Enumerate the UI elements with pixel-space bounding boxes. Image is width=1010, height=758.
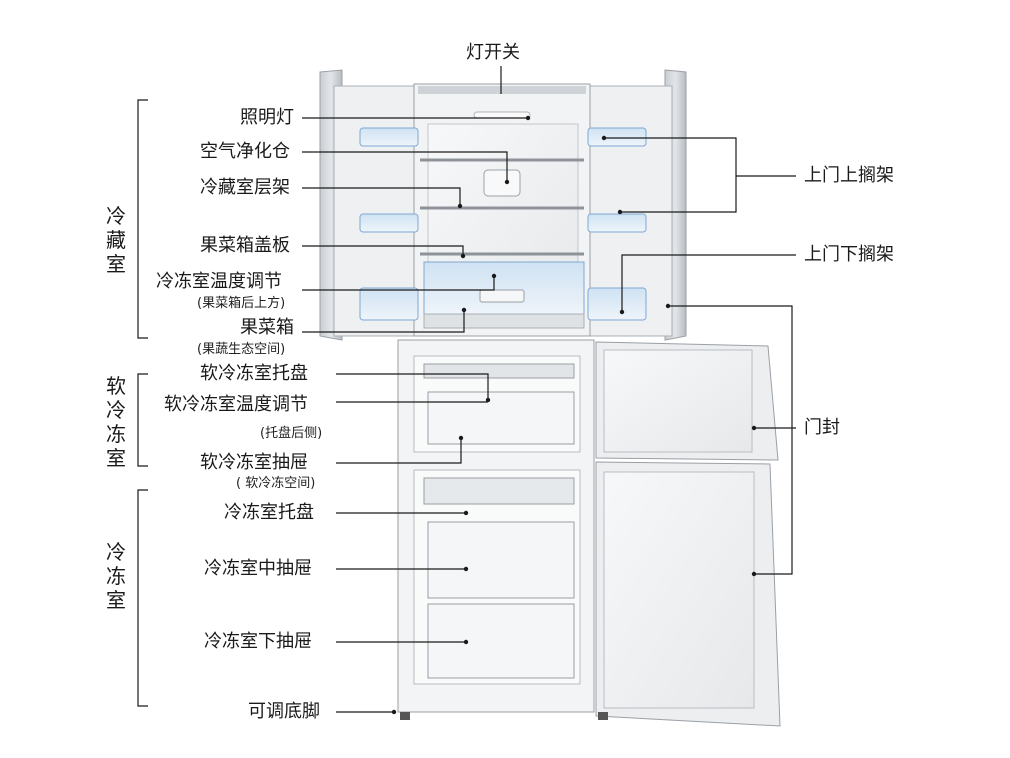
freezer-mid-drawer: [427, 521, 575, 599]
label-crisper-note: (果蔬生态空间): [197, 342, 286, 357]
freezer-door-inner: [603, 471, 755, 709]
label-upper-door-shelf: 上门上搁架: [804, 165, 894, 186]
label-soft-temp-note: (托盘后侧): [260, 426, 323, 441]
label-soft-temp: 软冷冻室温度调节: [164, 394, 308, 415]
crisper-bin: [423, 261, 585, 315]
label-lower-door-shelf: 上门下搁架: [804, 244, 894, 265]
label-soft-tray: 软冷冻室托盘: [200, 363, 308, 384]
section-label-fridge: 冷藏室: [106, 204, 126, 276]
right-door-bin-3: [587, 287, 647, 321]
soft-freeze-tray: [423, 363, 575, 379]
section-label-freezer: 冷冻室: [106, 540, 126, 612]
label-door-seal: 门封: [804, 417, 840, 438]
label-freezer-low: 冷冻室下抽屉: [204, 631, 312, 652]
crisper-base: [423, 313, 585, 329]
label-lighting: 照明灯: [240, 107, 294, 128]
left-door-bin-1: [359, 127, 419, 147]
lamp: [473, 111, 531, 119]
label-fridge-temp: 冷冻室温度调节: [156, 271, 282, 292]
label-fridge-shelf: 冷藏室层架: [200, 177, 290, 198]
leader-dots: [391, 115, 757, 715]
light-switch-bar: [418, 86, 586, 94]
label-air-purifier: 空气净化仓: [200, 141, 290, 162]
freezer-low-drawer: [427, 603, 575, 679]
right-door-bin-1: [587, 127, 647, 147]
leader-lines: [302, 66, 796, 713]
soft-freeze-door-inner: [603, 349, 753, 453]
air-purifier-box: [483, 169, 521, 197]
right-door-bin-2: [587, 213, 647, 233]
fridge-body: [319, 69, 781, 727]
foot-left: [400, 712, 410, 720]
label-fridge-temp-note: (果菜箱后上方): [197, 296, 286, 311]
label-soft-drawer-note: ( 软冷冻空间): [236, 476, 316, 491]
section-brackets: [137, 99, 148, 707]
label-light-switch: 灯开关: [466, 42, 520, 63]
section-label-soft-freeze: 软冷冻室: [106, 374, 126, 470]
foot-right: [598, 712, 608, 720]
left-door-bin-2: [359, 213, 419, 233]
left-door-bin-3: [359, 287, 419, 321]
label-feet: 可调底脚: [248, 701, 320, 722]
soft-freeze-drawer: [427, 391, 575, 445]
temp-dial: [479, 289, 525, 303]
label-soft-drawer: 软冷冻室抽屉: [200, 452, 308, 473]
freezer-tray: [423, 477, 575, 505]
label-crisper-cover: 果菜箱盖板: [200, 235, 290, 256]
label-freezer-mid: 冷冻室中抽屉: [204, 558, 312, 579]
label-crisper: 果菜箱: [240, 317, 294, 338]
label-freezer-tray: 冷冻室托盘: [224, 502, 314, 523]
